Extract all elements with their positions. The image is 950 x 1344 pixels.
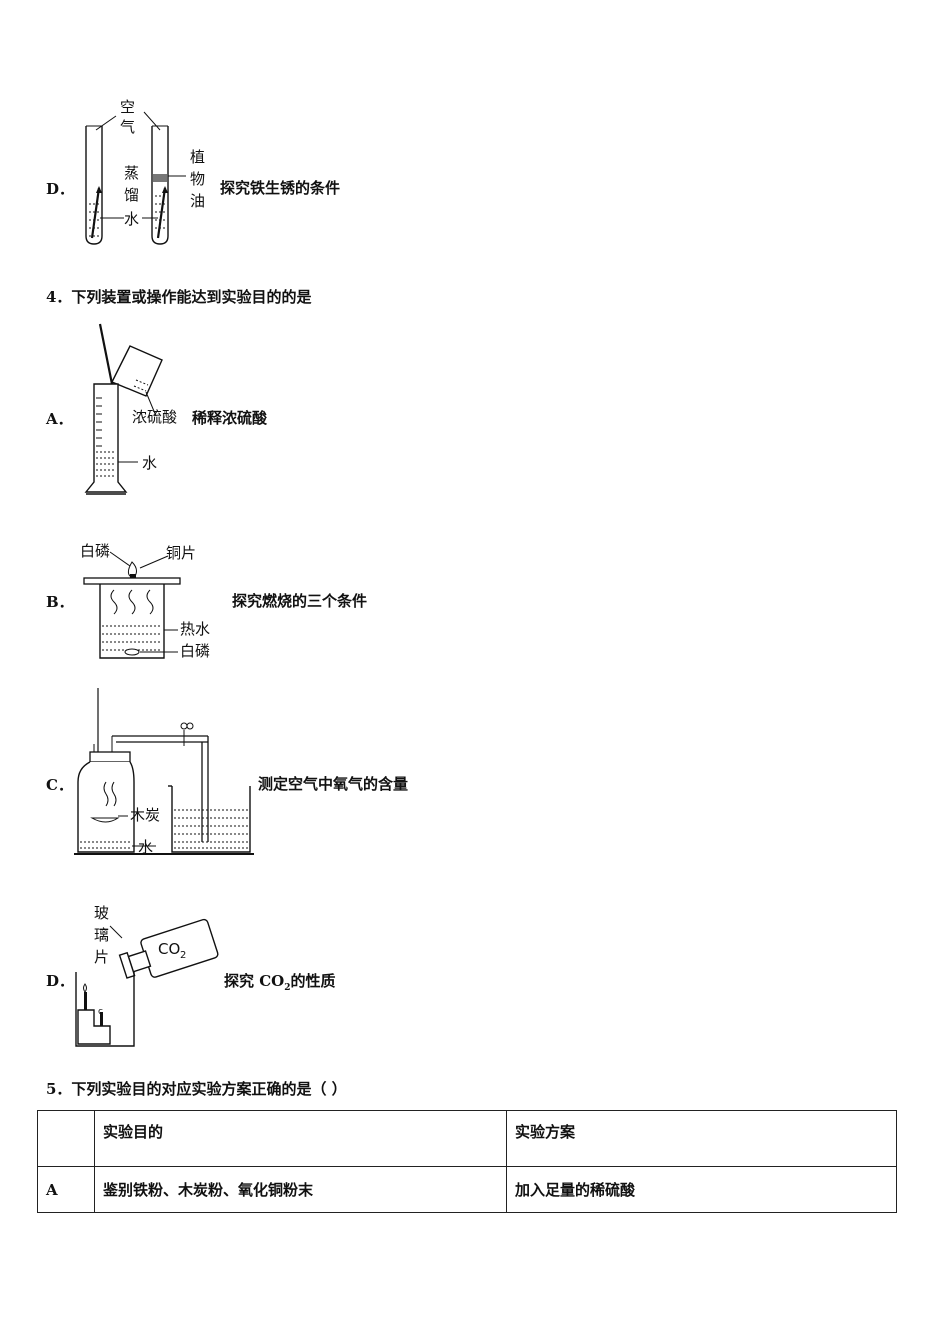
dilute-acid-diagram: 浓硫酸 水: [84, 323, 177, 495]
q4-option-d-caption: 探究 CO2的性质: [224, 970, 336, 993]
label-glass-1: 玻: [94, 904, 109, 922]
q4-option-c-caption: 测定空气中氧气的含量: [258, 775, 409, 793]
label-water: 水: [142, 454, 157, 472]
label-white-phosphorus-top: 白磷: [80, 542, 110, 560]
oxygen-content-diagram: 木炭 水: [74, 688, 254, 856]
label-oil-1: 植: [190, 148, 205, 166]
q4-option-c-letter: C．: [46, 776, 73, 794]
label-conc-acid: 浓硫酸: [132, 408, 177, 426]
q4-option-a-letter: A．: [46, 410, 73, 428]
label-water-2: 馏: [124, 186, 139, 204]
table-cell: A: [37, 1166, 95, 1213]
label-co2-bottle-sub: 2: [180, 950, 186, 961]
label-oil-3: 油: [190, 192, 205, 210]
label-air-2: 气: [120, 118, 135, 136]
q5-stem: 5．下列实验目的对应实验方案正确的是（ ）: [46, 1080, 347, 1098]
label-water-1: 蒸: [124, 164, 139, 182]
label-co2-bottle: CO: [158, 940, 180, 958]
table-header-cell: [37, 1110, 95, 1167]
label-hot-water: 热水: [180, 620, 210, 638]
label-copper-sheet: 铜片: [166, 544, 196, 562]
label-oil-2: 物: [190, 170, 205, 188]
co2-properties-diagram: 玻 璃 片 CO 2 ς: [75, 904, 219, 1047]
q3-option-d-caption: 探究铁生锈的条件: [220, 179, 341, 197]
q4-option-d-caption-sub: 2: [284, 983, 291, 993]
q4-option-b-letter: B．: [46, 593, 74, 611]
q4-stem: 4．下列装置或操作能达到实验目的的是: [46, 288, 312, 306]
label-glass-2: 璃: [94, 926, 109, 944]
q4-option-d-letter: D．: [46, 972, 75, 990]
q4-option-d-caption-post: 的性质: [290, 972, 336, 990]
q4-option-d-caption-pre: 探究 CO: [224, 972, 285, 990]
table-row: A 鉴别铁粉、木炭粉、氧化铜粉末 加入足量的稀硫酸: [37, 1166, 897, 1213]
candle-flame-mark: ς: [98, 1007, 103, 1017]
q4-option-b-caption: 探究燃烧的三个条件: [232, 592, 368, 610]
label-air-1: 空: [120, 98, 135, 116]
table-cell: 鉴别铁粉、木炭粉、氧化铜粉末: [94, 1166, 507, 1213]
label-charcoal: 木炭: [130, 806, 160, 824]
table-header-row: 实验目的 实验方案: [37, 1110, 897, 1167]
table-header-cell: 实验方案: [506, 1110, 897, 1167]
rust-test-tubes-diagram: 空 气 植 物 油 蒸 馏 水: [85, 98, 205, 245]
label-glass-3: 片: [94, 948, 109, 966]
q4-option-a-caption: 稀释浓硫酸: [192, 409, 268, 427]
table-cell: 加入足量的稀硫酸: [506, 1166, 897, 1213]
label-water-c: 水: [138, 838, 153, 856]
table-header-cell: 实验目的: [94, 1110, 507, 1167]
label-water-3: 水: [124, 210, 139, 228]
q5-table: 实验目的 实验方案 A 鉴别铁粉、木炭粉、氧化铜粉末 加入足量的稀硫酸: [37, 1110, 897, 1213]
combustion-diagram: 白磷 铜片 热水 白磷: [80, 542, 210, 660]
label-white-phosphorus-bottom: 白磷: [180, 642, 210, 660]
q3-option-d-letter: D．: [46, 180, 75, 198]
